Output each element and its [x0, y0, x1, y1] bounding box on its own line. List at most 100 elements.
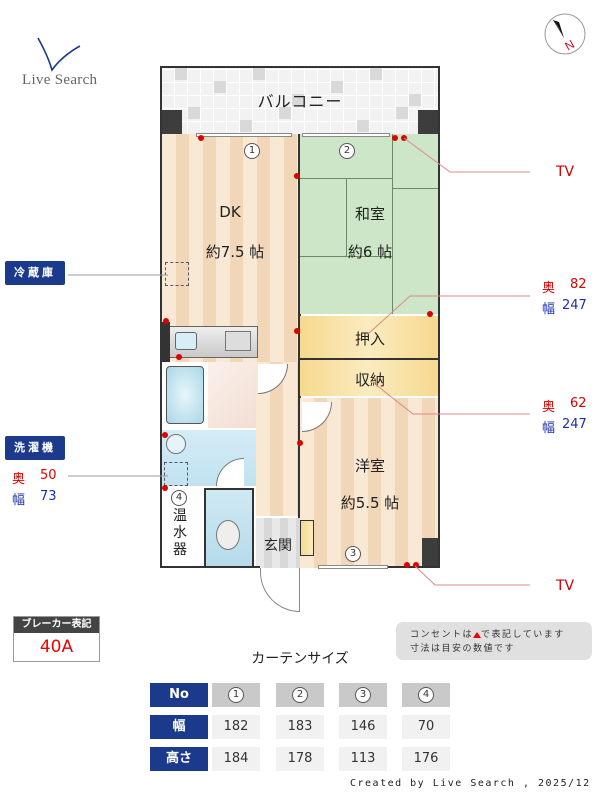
pillar — [162, 110, 182, 136]
washer-depth-value: 50 — [40, 468, 57, 483]
window — [318, 565, 388, 569]
yoshitsu-name: 洋室 — [354, 457, 385, 475]
breaker-label: ブレーカー表記 — [14, 617, 99, 633]
header-no: No — [150, 683, 208, 707]
oshiire-depth-value: 82 — [570, 277, 587, 292]
oshiire-depth-label: 奥 — [542, 281, 556, 296]
wall — [162, 322, 170, 362]
height-cell-2: 178 — [276, 747, 324, 771]
oshiire-width-value: 247 — [562, 298, 587, 313]
height-cell-4: 176 — [402, 747, 450, 771]
fridge-space — [165, 262, 189, 286]
window-marker-3: 3 — [345, 546, 361, 562]
washer-depth-label: 奥 — [12, 472, 26, 487]
pillar — [422, 538, 438, 568]
shuno-depth-value: 62 — [570, 396, 587, 411]
shoe-cabinet — [300, 520, 314, 556]
pillar — [418, 110, 438, 136]
legend-note: コンセントはで表記しています 寸法は目安の数値です — [396, 622, 592, 660]
col-header-2: 2 — [276, 683, 324, 707]
outlet-icon — [176, 354, 182, 360]
note-line1-pre: コンセントは — [410, 630, 474, 640]
height-cell-1: 184 — [212, 747, 260, 771]
height-cell-3: 113 — [339, 747, 387, 771]
water-heater-label-3: 器 — [173, 542, 187, 558]
washer-width-label: 幅 — [12, 493, 26, 508]
washitsu-name: 和室 — [354, 205, 385, 223]
room-washitsu — [300, 134, 438, 314]
water-heater-label-2: 水 — [173, 525, 187, 541]
sink-icon — [175, 332, 197, 350]
genkan-label: 玄関 — [264, 538, 292, 554]
outlet-icon — [162, 432, 168, 438]
tv-label-bottom: TV — [556, 578, 575, 594]
room-dk — [162, 134, 298, 362]
outlet-icon — [198, 135, 204, 141]
outlet-icon — [162, 485, 168, 491]
outlet-icon — [294, 328, 300, 334]
wall — [300, 358, 440, 360]
col-header-1: 1 — [212, 683, 260, 707]
outlet-icon — [427, 311, 433, 317]
logo-icon — [37, 37, 81, 72]
created-by-footer: Created by Live Search , 2025/12 — [350, 778, 591, 789]
shuno-width-value: 247 — [562, 417, 587, 432]
balcony-area — [162, 68, 438, 134]
water-heater-label-1: 温 — [173, 508, 187, 524]
header-width: 幅 — [150, 715, 208, 739]
fridge-badge: 冷蔵庫 — [5, 261, 65, 285]
outlet-icon — [392, 135, 398, 141]
washer-width-value: 73 — [40, 489, 57, 504]
washitsu-size: 約6 帖 — [347, 243, 393, 261]
outlet-icon — [294, 173, 300, 179]
wash-basin-icon — [166, 434, 186, 454]
outer-wall — [160, 566, 260, 568]
compass-north-icon: N — [544, 13, 586, 55]
outer-wall — [438, 66, 440, 568]
outer-wall — [160, 66, 162, 568]
window — [196, 133, 292, 137]
logo-text: Live Search — [22, 72, 98, 88]
curtain-size-title: カーテンサイズ — [251, 651, 349, 667]
header-height: 高さ — [150, 747, 208, 771]
width-cell-3: 146 — [339, 715, 387, 739]
entrance — [256, 518, 300, 568]
width-cell-4: 70 — [402, 715, 450, 739]
window-marker-1: 1 — [244, 143, 260, 159]
oshiire-label: 押入 — [354, 330, 385, 348]
dk-name: DK — [219, 203, 241, 221]
breaker-value: 40A — [39, 637, 74, 657]
oshiire-width-label: 幅 — [542, 302, 556, 317]
washer-badge: 洗濯機 — [5, 436, 65, 460]
outlet-icon — [404, 562, 410, 568]
shuno-label: 収納 — [354, 371, 385, 389]
outlet-icon — [401, 135, 407, 141]
yoshitsu-size: 約5.5 帖 — [340, 494, 400, 512]
stove-icon — [225, 331, 251, 351]
col-header-3: 3 — [339, 683, 387, 707]
washer-space — [164, 462, 188, 486]
width-cell-2: 183 — [276, 715, 324, 739]
tv-label-top: TV — [556, 164, 575, 180]
breaker-box: ブレーカー表記 40A — [13, 616, 100, 662]
col-header-4: 4 — [402, 683, 450, 707]
room-yoshitsu — [300, 398, 438, 568]
toilet-room — [204, 488, 254, 568]
bathtub-icon — [166, 366, 204, 424]
note-line2: 寸法は目安の数値です — [410, 644, 516, 654]
shuno-depth-label: 奥 — [542, 400, 556, 415]
window-marker-2: 2 — [339, 143, 355, 159]
outlet-icon — [413, 562, 419, 568]
balcony-label: バルコニー — [257, 92, 343, 111]
outlet-legend-icon — [473, 631, 482, 638]
note-line1-post: で表記しています — [481, 630, 565, 640]
window-marker-4: 4 — [171, 490, 187, 506]
width-cell-1: 182 — [212, 715, 260, 739]
dk-size: 約7.5 帖 — [205, 243, 265, 261]
outlet-icon — [297, 440, 303, 446]
shuno-width-label: 幅 — [542, 421, 556, 436]
wall — [298, 134, 301, 568]
kitchen-counter — [168, 326, 258, 358]
dressing-room — [208, 362, 256, 428]
entrance-door-swing — [260, 568, 300, 612]
